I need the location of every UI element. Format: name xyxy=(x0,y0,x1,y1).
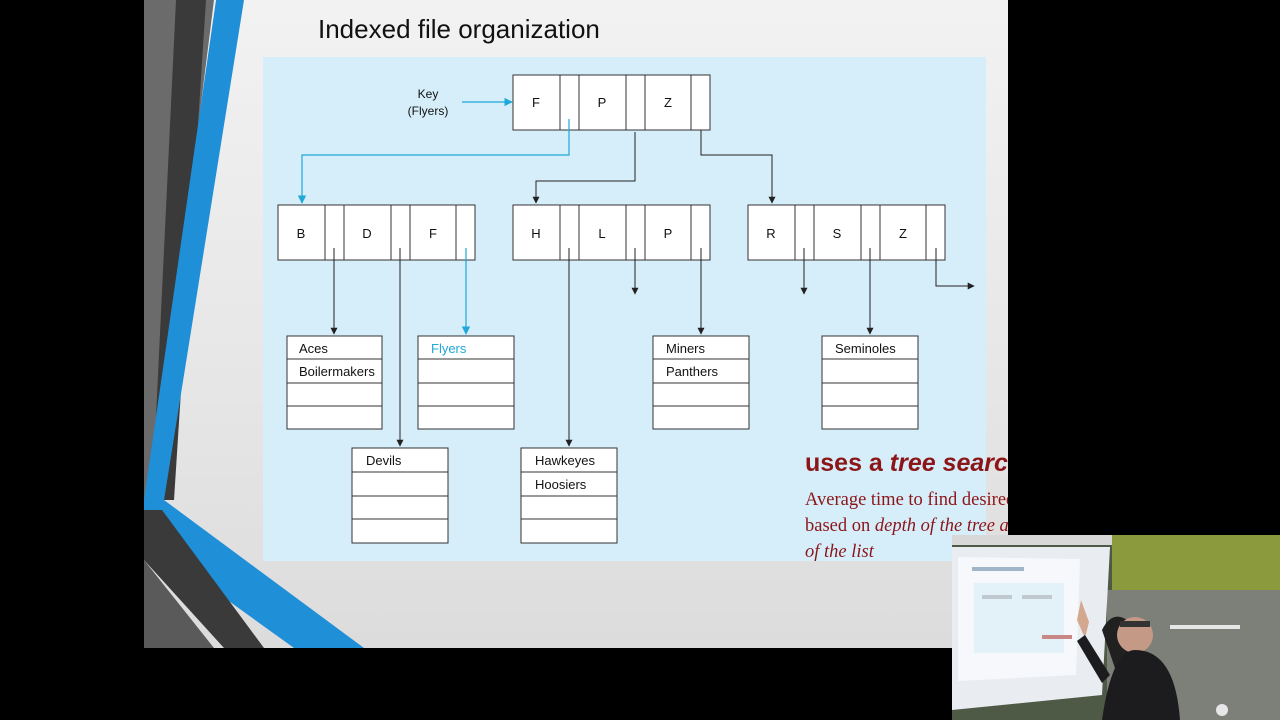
list-item: Miners xyxy=(666,341,706,356)
index-node-hlp: H L P xyxy=(512,204,711,261)
link-root-to-hlp xyxy=(532,132,636,204)
flyers-list: Flyers xyxy=(417,335,515,430)
link-root-to-rsz xyxy=(700,130,776,204)
ptr-z-next xyxy=(935,248,975,290)
list-item: Boilermakers xyxy=(299,364,375,379)
node-key-p: P xyxy=(664,226,673,241)
caption-body-emphasis: depth of the tree and length of the list xyxy=(805,516,1008,562)
root-key-p: P xyxy=(598,95,607,110)
key-label: Key xyxy=(418,87,439,101)
root-node: F P Z xyxy=(512,74,711,131)
page-title: Indexed file organization xyxy=(318,14,600,44)
devils-list: Devils xyxy=(351,447,449,544)
node-key-f: F xyxy=(429,226,437,241)
caption-heading-emphasis: tree search xyxy=(889,449,1008,477)
node-key-l: L xyxy=(598,226,605,241)
caption-body-prefix: Average time to find desired record base… xyxy=(805,490,1008,536)
hawkeyes-list: Hawkeyes Hoosiers xyxy=(520,447,618,544)
list-item: Aces xyxy=(299,341,328,356)
node-key-h: H xyxy=(531,226,540,241)
caption-heading: uses a tree search xyxy=(805,449,1008,478)
webcam-scene xyxy=(952,535,1280,720)
list-item: Hawkeyes xyxy=(535,453,595,468)
index-node-bdf: B D F xyxy=(277,204,476,261)
webcam-inset xyxy=(952,535,1280,720)
aces-list: Aces Boilermakers xyxy=(286,335,383,430)
node-key-s: S xyxy=(833,226,842,241)
list-item: Panthers xyxy=(666,364,719,379)
miners-list: Miners Panthers xyxy=(652,335,750,430)
diagram-panel: Key (Flyers) F P Z xyxy=(263,57,1008,562)
node-key-d: D xyxy=(362,226,371,241)
caption-heading-prefix: uses a xyxy=(805,449,890,477)
index-node-rsz: R S Z xyxy=(747,204,946,261)
index-tree-diagram: Key (Flyers) F P Z xyxy=(277,74,975,544)
caption-body: Average time to find desired record base… xyxy=(805,487,1008,565)
root-key-f: F xyxy=(532,95,540,110)
list-item-highlighted: Flyers xyxy=(431,341,467,356)
list-item: Devils xyxy=(366,453,402,468)
slide: Indexed file organization Key (Flyers) xyxy=(144,0,1008,648)
list-item: Seminoles xyxy=(835,341,896,356)
node-key-r: R xyxy=(766,226,775,241)
node-key-z: Z xyxy=(899,226,907,241)
node-key-b: B xyxy=(297,226,306,241)
root-key-z: Z xyxy=(664,95,672,110)
list-item: Hoosiers xyxy=(535,477,587,492)
seminoles-list: Seminoles xyxy=(821,335,919,430)
link-root-to-bdf xyxy=(297,119,570,204)
key-sublabel: (Flyers) xyxy=(408,104,449,118)
slide-decoration xyxy=(144,0,364,648)
